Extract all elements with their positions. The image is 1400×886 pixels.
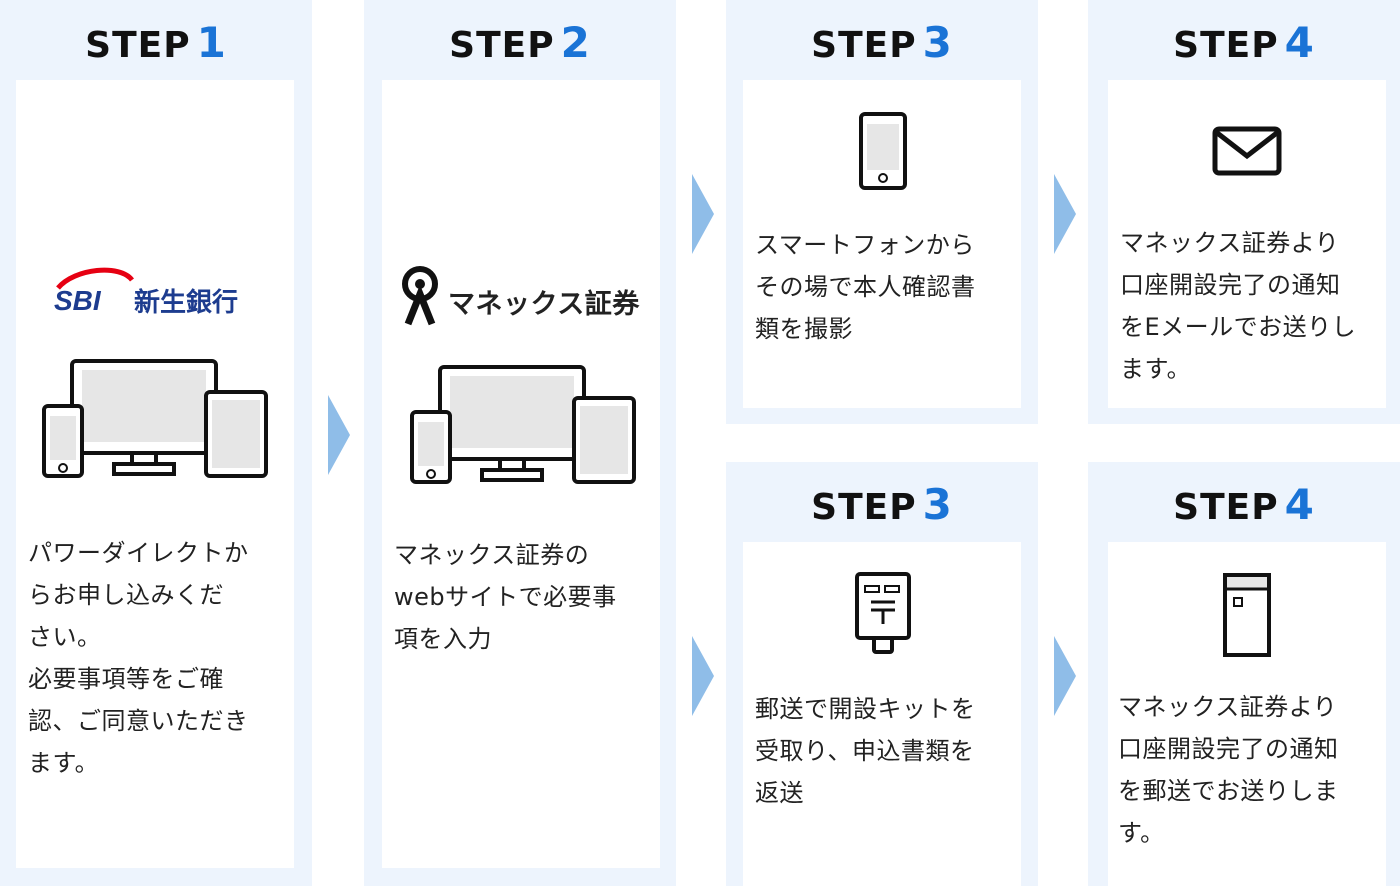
arrow-step3-to-step4-online — [1054, 174, 1076, 254]
step3-online-card: スマートフォンから その場で本人確認書 類を撮影 — [743, 80, 1021, 408]
step3-mail-number: 3 — [922, 480, 953, 529]
step4-online-number: 4 — [1284, 18, 1315, 67]
arrow-step2-to-step3-online — [692, 174, 714, 254]
smartphone-icon — [859, 112, 907, 190]
step1-card: SBI 新生銀行 パワーダイレクトか らお申し込みくだ さい。 必要事項等をご確… — [16, 80, 294, 868]
arrow-step1-to-step2 — [328, 395, 350, 475]
monex-logo: マネックス証券 — [398, 266, 648, 330]
step3-mail-label: STEP — [811, 487, 917, 528]
step1-description: パワーダイレクトか らお申し込みくだ さい。 必要事項等をご確 認、ご同意いただ… — [28, 539, 249, 777]
step3-online-description: スマートフォンから その場で本人確認書 類を撮影 — [755, 231, 976, 343]
step3-mail-description: 郵送で開設キットを 受取り、申込書類を 返送 — [755, 695, 976, 807]
bank-name: 新生銀行 — [134, 288, 239, 318]
step4-online-description: マネックス証券より 口座開設完了の通知 をEメールでお送りし ます。 — [1120, 229, 1357, 383]
devices-icon — [410, 365, 636, 484]
step4-mail-number: 4 — [1284, 480, 1315, 529]
step3-online-label: STEP — [811, 25, 917, 66]
step4-mail-label: STEP — [1173, 487, 1279, 528]
step2-description: マネックス証券の webサイトで必要事 項を入力 — [394, 541, 617, 653]
arrow-step2-to-step3-mail — [692, 636, 714, 716]
sbi-mark-text: SBI — [54, 285, 102, 316]
step4-online-label: STEP — [1173, 25, 1279, 66]
document-envelope-icon — [1223, 573, 1271, 657]
sbi-logo-icon: SBI — [54, 267, 134, 316]
sbi-logo: SBI 新生銀行 — [50, 266, 260, 318]
monex-logo-icon — [402, 266, 438, 326]
step4-mail-description: マネックス証券より 口座開設完了の通知 を郵送でお送りしま す。 — [1118, 693, 1339, 847]
step3-online-number: 3 — [922, 18, 953, 67]
step2-card: マネックス証券 マネックス証券の webサイトで必要事 項を入力 — [382, 80, 660, 868]
envelope-icon — [1212, 126, 1282, 176]
step2-label: STEP — [449, 25, 555, 66]
step1-label: STEP — [85, 25, 191, 66]
step2-number: 2 — [560, 18, 591, 67]
securities-name: マネックス証券 — [448, 289, 640, 320]
step4-online-card: マネックス証券より 口座開設完了の通知 をEメールでお送りし ます。 — [1108, 80, 1386, 408]
step1-number: 1 — [196, 18, 227, 67]
arrow-step3-to-step4-mail — [1054, 636, 1076, 716]
step3-mail-card: 郵送で開設キットを 受取り、申込書類を 返送 — [743, 542, 1021, 886]
mailbox-icon — [855, 572, 911, 654]
step4-mail-card: マネックス証券より 口座開設完了の通知 を郵送でお送りしま す。 — [1108, 542, 1386, 886]
devices-icon — [42, 359, 268, 478]
